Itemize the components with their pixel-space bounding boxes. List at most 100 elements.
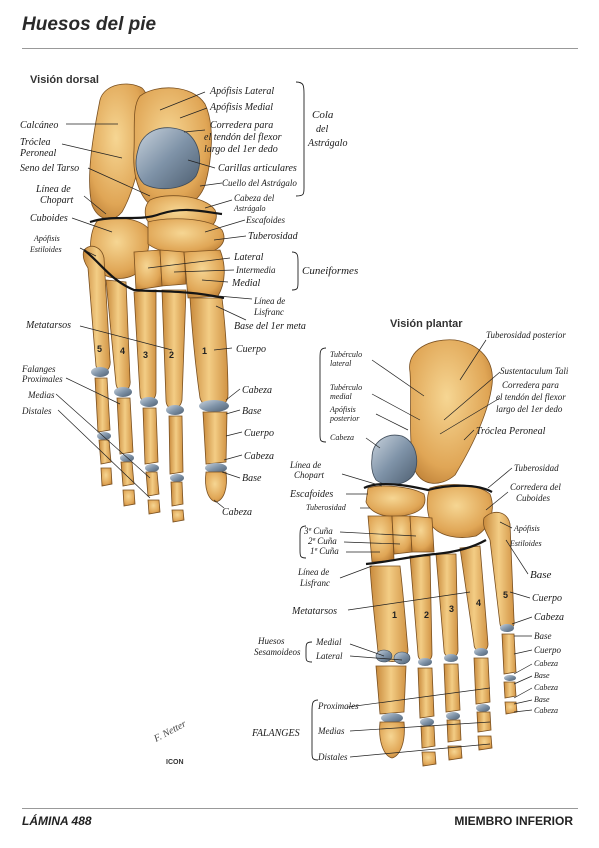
dorsal-labels: Apófisis Lateral Apófisis Medial Correde… xyxy=(19,86,358,518)
plantar-proximal-phalanx-2 xyxy=(417,667,435,719)
label-falanges-1: Falanges xyxy=(21,364,56,374)
label-p-lisfranc-2: Lisfranc xyxy=(299,578,330,588)
plantar-cuboid xyxy=(426,484,493,538)
dorsal-intermediate-cuneiform xyxy=(159,249,187,287)
plantar-navicular xyxy=(365,485,426,517)
plantar-distal-phalanx-1 xyxy=(379,721,405,759)
section-name: MIEMBRO INFERIOR xyxy=(454,814,573,828)
label-tuberosidad: Tuberosidad xyxy=(248,231,299,242)
label-p-base: Base xyxy=(530,569,552,581)
dorsal-proximal-phalanx-4 xyxy=(116,397,134,455)
label-p-escafoides: Escafoides xyxy=(289,489,333,500)
label-apofisis-lateral: Apófisis Lateral xyxy=(209,86,274,97)
artist-signature: F. Netter xyxy=(151,719,188,746)
dorsal-navicular xyxy=(147,218,225,255)
label-estiloides-1: Apófisis xyxy=(33,234,60,243)
label-carillas: Carillas articulares xyxy=(218,163,297,174)
label-p-medias: Medias xyxy=(317,726,345,736)
label-sustentaculum: Sustentaculum Tali xyxy=(500,366,569,376)
label-troclea-1: Tróclea xyxy=(20,137,51,148)
label-huesos-2: Sesamoideos xyxy=(254,647,301,657)
dorsal-distal-phalanx-5 xyxy=(100,467,113,487)
label-troclea-2: Peroneal xyxy=(19,148,57,159)
label-cabeza-a: Cabeza xyxy=(242,385,272,396)
plate-number: LÁMINA 488 xyxy=(22,814,92,828)
dorsal-calcaneus xyxy=(89,83,149,220)
label-tub-lateral-2: lateral xyxy=(330,359,352,368)
label-cabeza-c: Cabeza xyxy=(222,507,252,518)
dorsal-middle-phalanx-3 xyxy=(145,471,160,497)
label-p-lisfranc-1: Línea de xyxy=(297,567,329,577)
dorsal-proximal-phalanx-5 xyxy=(94,377,111,433)
plantar-metatarsal-2 xyxy=(409,555,433,662)
label-p-cabeza-3: Cabeza xyxy=(534,683,558,692)
label-intermedia: Intermedia xyxy=(235,265,276,275)
label-p-corredera-1: Corredera para xyxy=(502,380,559,390)
plantar-middle-phalanx-3 xyxy=(446,719,462,743)
dorsal-metatarsal-1 xyxy=(189,297,229,408)
plantar-proximal-phalanx-1 xyxy=(375,665,407,715)
label-estiloides-2: Estiloides xyxy=(29,245,62,254)
label-base-b: Base xyxy=(242,473,262,484)
dorsal-middle-phalanx-5 xyxy=(98,439,112,465)
dorsal-distal-phalanx-2 xyxy=(171,509,185,523)
label-corredera-2: el tendón del flexor xyxy=(204,132,282,143)
dorsal-distal-phalanx-1 xyxy=(205,471,227,503)
dorsal-distal-phalanx-4 xyxy=(122,489,136,507)
label-distales: Distales xyxy=(21,406,52,416)
dorsal-digit-5: 5 xyxy=(97,344,102,354)
plantar-metatarsal-1 xyxy=(369,565,409,662)
dorsal-chopart-line xyxy=(89,208,223,224)
plantar-distal-phalanx-2 xyxy=(421,751,437,767)
plantar-sesamoid-lateral xyxy=(393,651,411,665)
label-cuneiformes: Cuneiformes xyxy=(302,265,358,277)
dorsal-leaders xyxy=(55,81,305,509)
plantar-metatarsal-4 xyxy=(459,545,489,652)
dorsal-proximal-phalanx-1 xyxy=(202,411,228,465)
plantar-digit-5: 5 xyxy=(503,590,508,600)
label-cabeza-2: Astrágalo xyxy=(233,204,266,213)
label-chopart-2: Chopart xyxy=(40,195,74,206)
label-cuerpo: Cuerpo xyxy=(236,344,266,355)
label-calcaneo: Calcáneo xyxy=(20,120,58,131)
label-ses-lateral: Lateral xyxy=(315,651,343,661)
label-proximales: Proximales xyxy=(317,701,359,711)
label-corredera-cub-1: Corredera del xyxy=(510,482,561,492)
label-cuboides: Cuboides xyxy=(30,213,68,224)
plantar-foot: 1 2 3 4 5 xyxy=(363,339,518,767)
label-p-cabeza-2: Cabeza xyxy=(534,659,558,668)
dorsal-talus-trochlea xyxy=(135,127,201,190)
label-p-estiloides-1: Apófisis xyxy=(513,524,540,533)
label-falanges: FALANGES xyxy=(251,728,300,739)
label-medial: Medial xyxy=(231,278,261,289)
label-p-metatarsos: Metatarsos xyxy=(291,606,337,617)
label-cuna-3: 3ª Cuña xyxy=(303,526,333,536)
dorsal-digit-1: 1 xyxy=(202,346,207,356)
label-p-corredera-2: el tendón del flexor xyxy=(496,392,566,402)
label-cuna-2: 2ª Cuña xyxy=(308,536,337,546)
plantar-proximal-phalanx-5 xyxy=(501,633,517,675)
label-cola-1: Cola xyxy=(312,109,334,121)
label-seno: Seno del Tarso xyxy=(20,163,79,174)
dorsal-lateral-cuneiform xyxy=(133,249,163,291)
label-cola-2: del xyxy=(316,124,328,135)
label-cuello: Cuello del Astrágalo xyxy=(222,178,297,188)
dorsal-distal-phalanx-3 xyxy=(147,499,161,515)
dorsal-medial-cuneiform xyxy=(183,249,225,299)
label-base-meta: Base del 1er meta xyxy=(234,321,306,332)
plantar-digit-1: 1 xyxy=(392,610,397,620)
label-base-a: Base xyxy=(242,406,262,417)
dorsal-digit-4: 4 xyxy=(120,346,125,356)
plantar-view-title: Visión plantar xyxy=(390,318,463,330)
plantar-talus-head xyxy=(371,434,418,486)
label-p-estiloides-2: Estiloides xyxy=(509,539,542,548)
plantar-metatarsal-3 xyxy=(435,553,459,658)
label-p-cabeza-4: Cabeza xyxy=(534,706,558,715)
plantar-calcaneus xyxy=(409,339,493,484)
dorsal-middle-phalanx-4 xyxy=(120,461,135,487)
label-falanges-2: Proximales xyxy=(21,374,63,384)
publisher-mark: ICON xyxy=(166,759,184,766)
label-p-base-4: Base xyxy=(534,695,550,704)
label-cabeza-1: Cabeza del xyxy=(234,193,275,203)
label-tub-medial-2: medial xyxy=(330,392,353,401)
